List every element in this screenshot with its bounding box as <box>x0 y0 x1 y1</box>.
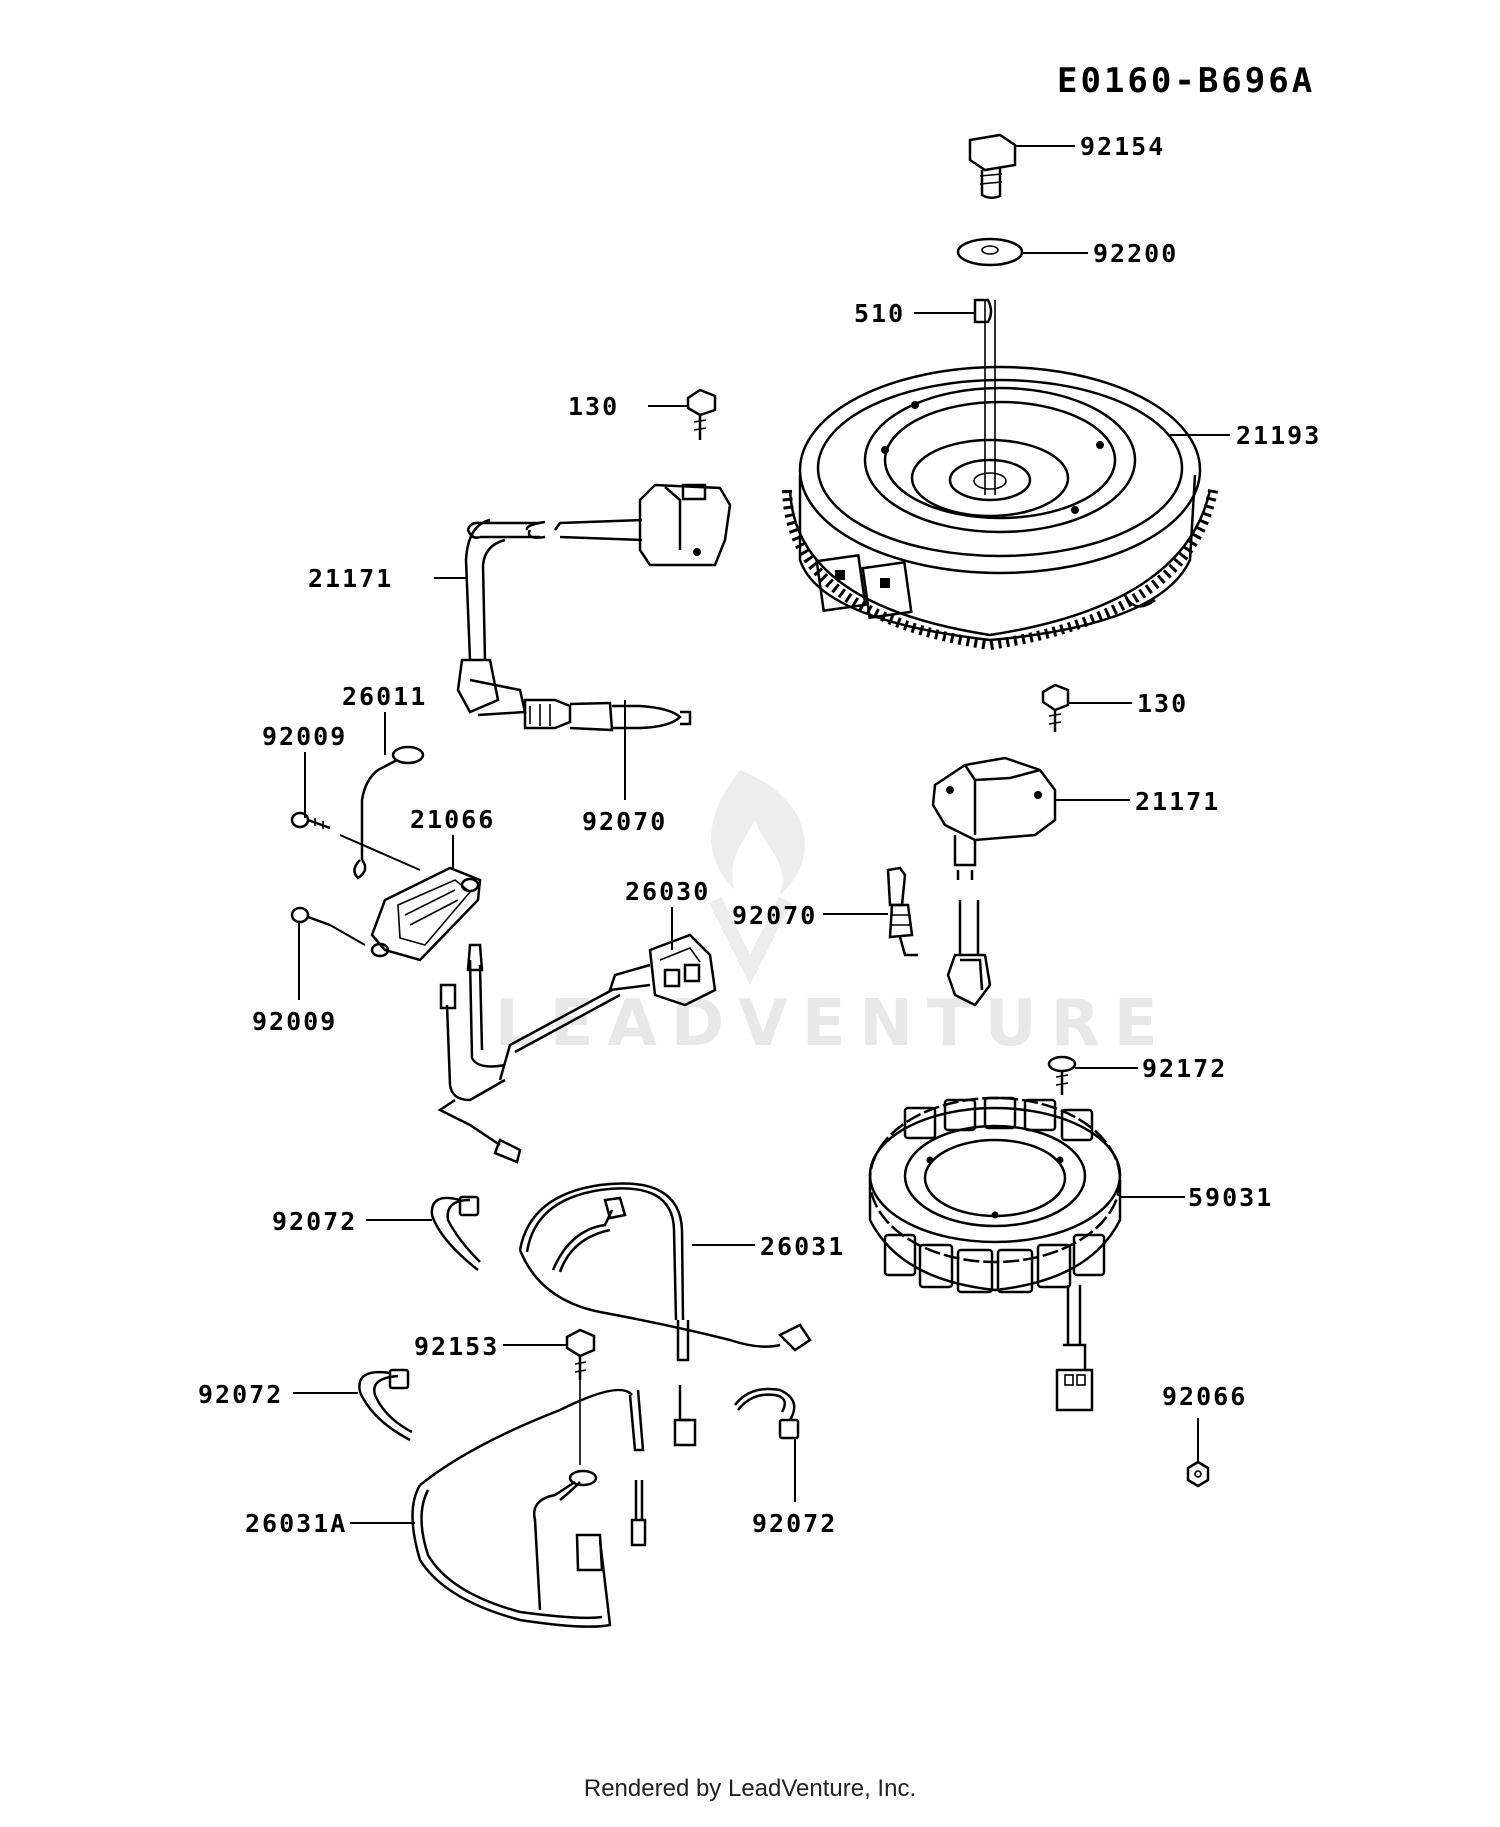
callout-92154[interactable]: 92154 <box>1080 132 1165 161</box>
watermark-text: LEADVENTURE <box>495 987 1172 1061</box>
harness-26031A <box>411 1388 647 1628</box>
footer-credit: Rendered by LeadVenture, Inc. <box>583 1775 917 1802</box>
regulator-21066 <box>370 866 482 962</box>
ground-lead-26011 <box>353 745 425 880</box>
callout-26031[interactable]: 26031 <box>760 1232 845 1261</box>
spark-plug-92070-lower <box>886 866 918 957</box>
bolt-92154 <box>968 133 1017 199</box>
callout-92072-c[interactable]: 92072 <box>752 1509 837 1538</box>
ignition-coil-21171-upper <box>456 483 732 717</box>
callout-510[interactable]: 510 <box>854 299 905 328</box>
callout-21066[interactable]: 21066 <box>410 805 495 834</box>
washer-92200 <box>956 237 1024 267</box>
screw-92172 <box>1047 1055 1077 1095</box>
callout-26031A[interactable]: 26031A <box>245 1509 347 1538</box>
bolt-130-upper <box>686 388 717 440</box>
bolt-92153 <box>565 1328 596 1465</box>
harness-26031 <box>518 1182 812 1447</box>
screw-92009-lower <box>290 906 366 946</box>
callout-92072-a[interactable]: 92072 <box>272 1207 357 1236</box>
bolt-130-lower <box>1041 683 1070 732</box>
clamp-92072-c <box>734 1387 800 1440</box>
callout-92172[interactable]: 92172 <box>1142 1054 1227 1083</box>
key-510 <box>973 298 993 324</box>
spark-plug-92070-upper <box>523 698 692 732</box>
callout-92200[interactable]: 92200 <box>1093 239 1178 268</box>
callout-92072-b[interactable]: 92072 <box>198 1380 283 1409</box>
callout-130-upper[interactable]: 130 <box>568 392 619 421</box>
clamp-92072-a <box>430 1195 481 1271</box>
leader-lines <box>293 145 1230 1524</box>
callout-26011[interactable]: 26011 <box>342 682 427 711</box>
flywheel-21193 <box>782 365 1218 651</box>
stator-59031 <box>868 1096 1122 1412</box>
callout-92009-upper[interactable]: 92009 <box>262 722 347 751</box>
callout-92009-lower[interactable]: 92009 <box>252 1007 337 1036</box>
diagram-code: E0160-B696A <box>1057 61 1315 101</box>
clamp-92072-b <box>358 1368 413 1442</box>
callout-21171-lower[interactable]: 21171 <box>1135 787 1220 816</box>
callout-130-lower[interactable]: 130 <box>1137 689 1188 718</box>
nut-92066 <box>1186 1460 1210 1488</box>
watermark: LEADVENTURE <box>495 770 1172 1061</box>
callout-21193[interactable]: 21193 <box>1236 421 1321 450</box>
screw-92009-upper <box>290 811 331 830</box>
callout-92070-lower[interactable]: 92070 <box>732 901 817 930</box>
ignition-coil-21171-lower <box>931 756 1057 1007</box>
callout-21171-upper[interactable]: 21171 <box>308 564 393 593</box>
callout-26030[interactable]: 26030 <box>625 877 710 906</box>
callout-92070-upper[interactable]: 92070 <box>582 807 667 836</box>
harness-26030 <box>437 933 717 1164</box>
callout-59031[interactable]: 59031 <box>1188 1183 1273 1212</box>
callout-92153[interactable]: 92153 <box>414 1332 499 1361</box>
callout-92066[interactable]: 92066 <box>1162 1382 1247 1411</box>
